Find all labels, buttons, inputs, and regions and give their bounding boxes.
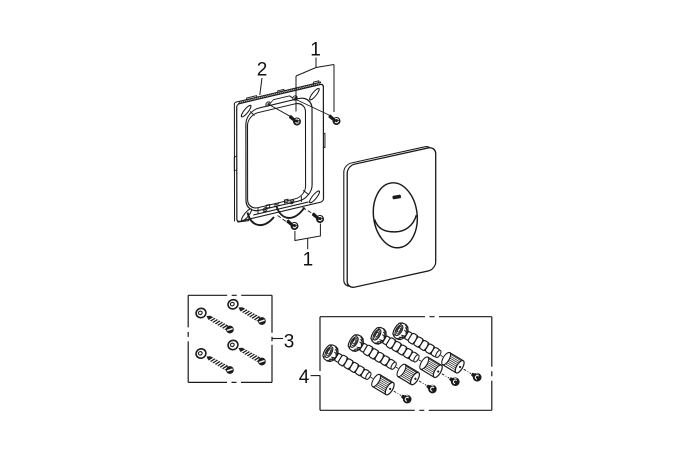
svg-text:2: 2 xyxy=(257,59,268,80)
svg-text:3: 3 xyxy=(284,331,295,352)
svg-text:1: 1 xyxy=(303,249,314,270)
svg-text:1: 1 xyxy=(310,40,321,61)
svg-text:4: 4 xyxy=(299,367,310,388)
